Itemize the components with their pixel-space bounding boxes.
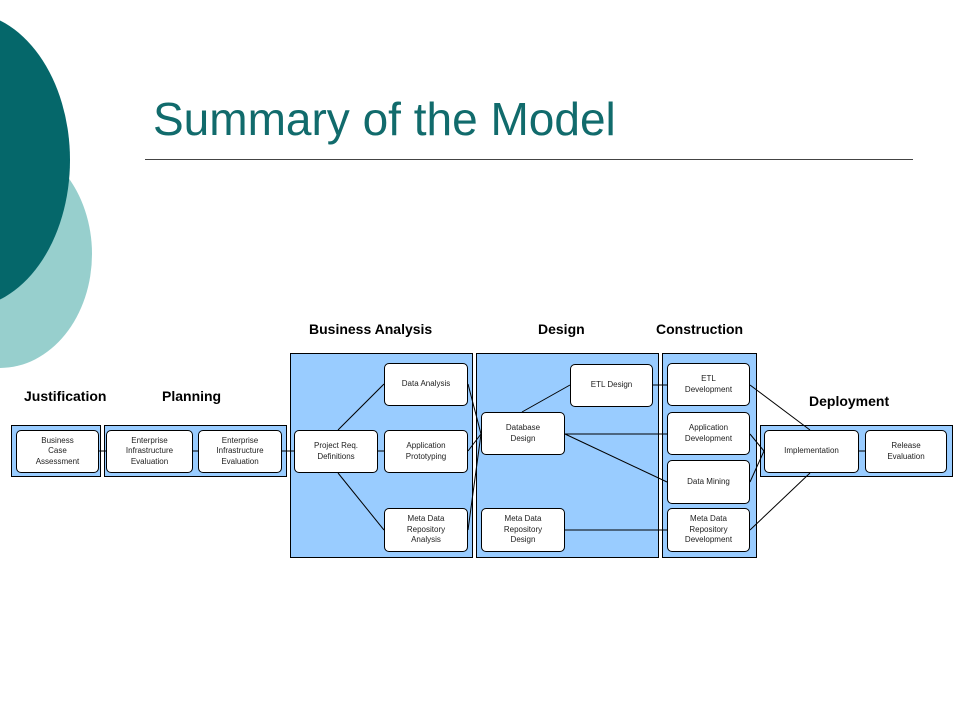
connector-database-design-to-etl-design bbox=[521, 384, 571, 413]
phase-label-business-analysis: Business Analysis bbox=[309, 321, 433, 337]
phase-label-design: Design bbox=[538, 321, 585, 337]
connector-project-req-to-data-analysis bbox=[337, 383, 385, 431]
step-data-mining[interactable]: Data Mining bbox=[667, 460, 750, 504]
step-meta-data-repository-analysis[interactable]: Meta Data Reposi­tory Analysis bbox=[384, 508, 468, 552]
step-enterprise-infrastructure-evaluation[interactable]: Enterprise Infrastructure Evaluation bbox=[106, 430, 193, 473]
connector-meta-analysis-to-database-design bbox=[467, 433, 482, 531]
step-database-design[interactable]: Database Design bbox=[481, 412, 565, 455]
phase-label-planning: Planning bbox=[162, 388, 222, 404]
title-divider bbox=[145, 159, 913, 160]
connector-app-prototyping-to-database-design bbox=[467, 433, 482, 452]
step-etl-development[interactable]: ETL Development bbox=[667, 363, 750, 406]
step-etl-design[interactable]: ETL Design bbox=[570, 364, 653, 407]
step-meta-data-repository-design[interactable]: Meta Data Repository Design bbox=[481, 508, 565, 552]
step-data-analysis[interactable]: Data Analysis bbox=[384, 363, 468, 406]
phase-label-construction: Construction bbox=[656, 321, 744, 337]
connector-app-development-to-implementation bbox=[749, 433, 765, 452]
slide-title: Summary of the Model bbox=[153, 93, 616, 145]
step-application-development[interactable]: Application Development bbox=[667, 412, 750, 455]
step-meta-data-repository-development[interactable]: Meta Data Repository Development bbox=[667, 508, 750, 552]
step-release-evaluation[interactable]: Release Evaluation bbox=[865, 430, 947, 473]
step-business-case-assessment[interactable]: Business Case Assessment bbox=[16, 430, 99, 473]
step-implementation[interactable]: Implementation bbox=[764, 430, 859, 473]
connector-project-req-to-meta-analysis bbox=[337, 472, 385, 531]
step-enterprise-infrastructure-evaluation[interactable]: Enterprise Infrastructure Evaluation bbox=[198, 430, 282, 473]
connector-data-analysis-to-database-design bbox=[467, 383, 482, 435]
phase-label-justification: Justification bbox=[24, 388, 107, 404]
connector-meta-development-to-implementation bbox=[749, 472, 811, 531]
step-project-req-definitions[interactable]: Project Req. Definitions bbox=[294, 430, 378, 473]
phase-label-deployment: Deployment bbox=[809, 393, 890, 409]
step-application-prototyping[interactable]: Application Prototyping bbox=[384, 430, 468, 473]
connector-database-design-to-data-mining bbox=[564, 433, 668, 483]
connector-etl-development-to-implementation bbox=[749, 384, 811, 431]
connector-data-mining-to-implementation bbox=[749, 450, 765, 483]
